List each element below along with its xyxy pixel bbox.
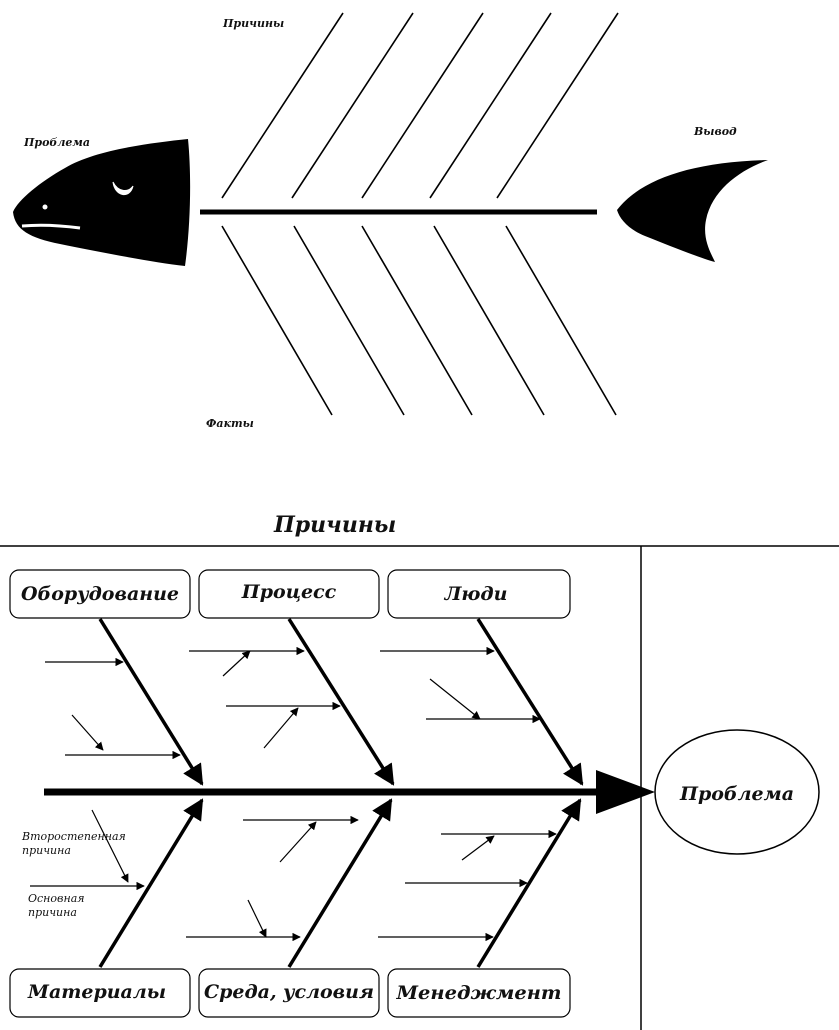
fish-upper-bone xyxy=(221,12,344,199)
category-box-people xyxy=(387,569,571,619)
branch-arrow-management xyxy=(476,798,582,968)
fish-lower-bone xyxy=(293,225,405,416)
branch-arrow-process xyxy=(287,618,395,786)
sub-cause-arrow xyxy=(461,835,495,861)
fish-upper-bone xyxy=(361,12,484,199)
category-label-environment: Среда, условия xyxy=(204,981,374,1003)
fish-upper-bone xyxy=(429,12,552,199)
fish-mouth-line xyxy=(21,223,81,230)
fish-causes-label: Причины xyxy=(222,17,284,30)
fish-skeleton-diagram: Причины Проблема Вывод Факты xyxy=(13,12,768,430)
spine-arrowhead xyxy=(596,770,655,814)
category-label-management: Менеджмент xyxy=(395,982,561,1004)
secondary-cause-arrow xyxy=(91,809,129,883)
primary-cause-label: Основная причина xyxy=(28,892,88,919)
category-label-equipment: Оборудование xyxy=(21,583,179,605)
fish-upper-bone xyxy=(291,12,414,199)
category-box-process xyxy=(198,569,380,619)
problem-ellipse xyxy=(654,729,820,855)
fish-conclusion-label: Вывод xyxy=(693,125,737,138)
sub-cause-arrow xyxy=(279,821,317,863)
fish-problem-label: Проблема xyxy=(23,136,90,149)
sub-cause-arrow xyxy=(247,899,267,938)
fish-eye-icon xyxy=(42,204,48,210)
fish-lower-bone xyxy=(221,225,333,416)
secondary-cause-label: Второстепенная причина xyxy=(21,830,129,857)
ishikawa-header: Причины xyxy=(273,512,396,538)
branch-arrow-materials xyxy=(98,798,204,968)
category-box-management xyxy=(387,968,571,1018)
sub-cause-arrow xyxy=(429,678,481,720)
category-box-environment xyxy=(198,968,380,1018)
fish-tail-shape xyxy=(617,160,768,262)
fish-upper-bone xyxy=(496,12,619,199)
fish-eye-crescent-icon xyxy=(112,181,134,195)
branch-arrow-environment xyxy=(287,798,393,968)
fish-lower-bone xyxy=(361,225,473,416)
fish-lower-bone xyxy=(505,225,617,416)
branch-arrow-people xyxy=(476,618,584,786)
problem-label: Проблема xyxy=(679,783,794,805)
ishikawa-diagram: Причины Проблема Оборудование Процесс Лю… xyxy=(0,512,839,1030)
category-label-people: Люди xyxy=(444,583,508,605)
fish-facts-label: Факты xyxy=(206,417,254,430)
category-label-process: Процесс xyxy=(241,581,337,603)
category-box-materials xyxy=(9,968,191,1018)
sub-cause-arrow xyxy=(71,714,104,751)
category-box-equipment xyxy=(9,569,191,619)
fish-head-shape xyxy=(13,139,191,266)
branch-arrow-equipment xyxy=(98,618,204,786)
sub-cause-arrow xyxy=(263,707,299,749)
fish-lower-bone xyxy=(433,225,545,416)
category-label-materials: Материалы xyxy=(27,981,166,1003)
sub-cause-arrow xyxy=(222,650,251,677)
